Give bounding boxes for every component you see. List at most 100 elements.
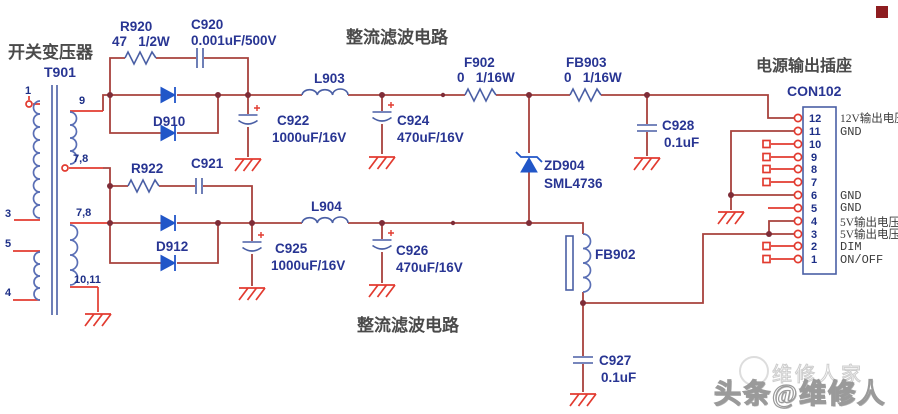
label-c927-value: 0.1uF — [601, 370, 636, 385]
resistor-r922-symbol — [127, 179, 160, 193]
con-num-8: 8 — [811, 164, 817, 176]
cap-c922-symbol — [237, 114, 259, 125]
zener-zd904-symbol — [515, 151, 543, 173]
transformer-core — [51, 85, 58, 315]
lead-pin1011 — [70, 286, 99, 312]
label-r920-ref: R920 — [120, 19, 152, 34]
label-c924-ref: C924 — [397, 113, 430, 128]
watermark-small: 维修人家 — [772, 364, 864, 387]
label-c922-ref: C922 — [277, 113, 309, 128]
stub-square — [762, 164, 771, 174]
watermark-logo-ring — [739, 356, 769, 386]
junction-dots — [107, 92, 772, 306]
connector-ref: CON102 — [787, 83, 842, 99]
label-c927-ref: C927 — [599, 353, 631, 368]
label-d912: D912 — [156, 239, 188, 254]
con-num-3: 3 — [811, 229, 817, 241]
con-pin-circle — [793, 254, 803, 264]
wire-5v-feed — [583, 233, 794, 304]
stub-square — [762, 139, 771, 149]
stub-square — [762, 177, 771, 187]
label-f902-ref: F902 — [464, 55, 495, 70]
con-pin-circle — [793, 113, 803, 123]
plus-c924 — [388, 102, 394, 108]
transformer-t901 — [32, 85, 79, 315]
diode-d912a-symbol — [160, 214, 176, 232]
output-socket-title: 电源输出插座 — [756, 56, 852, 75]
con-pin-circle — [793, 164, 803, 174]
label-f902-value: 0 1/16W — [457, 70, 515, 85]
t901-pin-1: 1 — [25, 85, 31, 97]
con-pin-circle — [793, 126, 803, 136]
primary-winding-a — [32, 100, 41, 219]
label-r920-value: 47 1/2W — [112, 34, 170, 49]
con-num-4: 4 — [811, 216, 818, 228]
ground-c925 — [238, 287, 266, 301]
phase-dot-pin78a — [61, 164, 69, 172]
label-c926-value: 470uF/16V — [396, 260, 463, 275]
con-pin-circle — [793, 241, 803, 251]
resistor-r920-symbol — [124, 51, 157, 65]
con-num-10: 10 — [809, 139, 821, 151]
label-l904: L904 — [311, 199, 342, 214]
con-pin-circle — [793, 177, 803, 187]
label-c920-value: 0.001uF/500V — [191, 33, 277, 48]
wire-r922-branch — [110, 185, 253, 223]
cap-c921-symbol — [195, 178, 203, 194]
bead-fb902-symbol — [565, 233, 592, 293]
con-num-12: 12 — [809, 113, 821, 125]
transformer-ref: T901 — [44, 64, 76, 80]
plus-c922 — [254, 105, 260, 111]
filter-title-top: 整流滤波电路 — [346, 27, 449, 47]
con-num-5: 5 — [811, 203, 817, 215]
con-label-5v-3: 5V输出电压 — [840, 227, 898, 241]
t901-pin-78-bot: 7,8 — [76, 207, 91, 219]
stub-square — [762, 152, 771, 162]
diode-d910a-symbol — [160, 86, 176, 104]
con-label-5v-4: 5V输出电压 — [840, 215, 898, 229]
wire-pin4-tee — [768, 220, 794, 234]
cap-c924-symbol — [371, 111, 393, 122]
con-label-12v: 12V输出电压 — [840, 111, 898, 125]
con-num-6: 6 — [811, 190, 817, 202]
wire-r920-branch — [109, 57, 249, 95]
con-pin-circle — [793, 190, 803, 200]
con-num-11: 11 — [809, 126, 821, 138]
con-pin-circle — [793, 139, 803, 149]
filter-title-bottom: 整流滤波电路 — [357, 315, 460, 335]
diode-d912b-symbol — [160, 254, 176, 272]
plus-c926 — [388, 230, 394, 236]
ground-con — [717, 211, 745, 225]
label-fb902: FB902 — [595, 247, 636, 262]
label-c925-value: 1000uF/16V — [271, 258, 345, 273]
stub-square — [762, 254, 771, 264]
bead-fb903-symbol — [569, 88, 602, 102]
label-c924-value: 470uF/16V — [397, 130, 464, 145]
label-d910: D910 — [153, 114, 185, 129]
con-num-9: 9 — [811, 152, 817, 164]
ground-c927 — [569, 393, 597, 407]
component-symbols — [124, 48, 837, 364]
con-num-7: 7 — [811, 177, 817, 189]
transformer-title: 开关变压器 — [8, 42, 94, 62]
con-num-2: 2 — [811, 241, 817, 253]
connector-con102-body — [802, 106, 837, 275]
inductor-l904-symbol — [301, 216, 349, 224]
label-c926-ref: C926 — [396, 243, 429, 258]
secondary-winding-a — [69, 111, 78, 165]
con-label-gnd-6: GND — [840, 189, 862, 203]
con-pin-circle — [793, 203, 803, 213]
wire-d910-loop — [109, 95, 219, 134]
ground-c922 — [234, 158, 262, 172]
t901-pin-9: 9 — [79, 95, 85, 107]
red-details — [13, 96, 803, 407]
label-fb903-ref: FB903 — [566, 55, 607, 70]
secondary-winding-b — [69, 224, 79, 286]
ground-c928 — [633, 157, 661, 171]
con-pin-circle — [793, 152, 803, 162]
con-num-1: 1 — [811, 254, 817, 266]
label-r922: R922 — [131, 161, 163, 176]
corner-mark — [876, 6, 888, 18]
phase-dot-pin1 — [25, 100, 33, 108]
